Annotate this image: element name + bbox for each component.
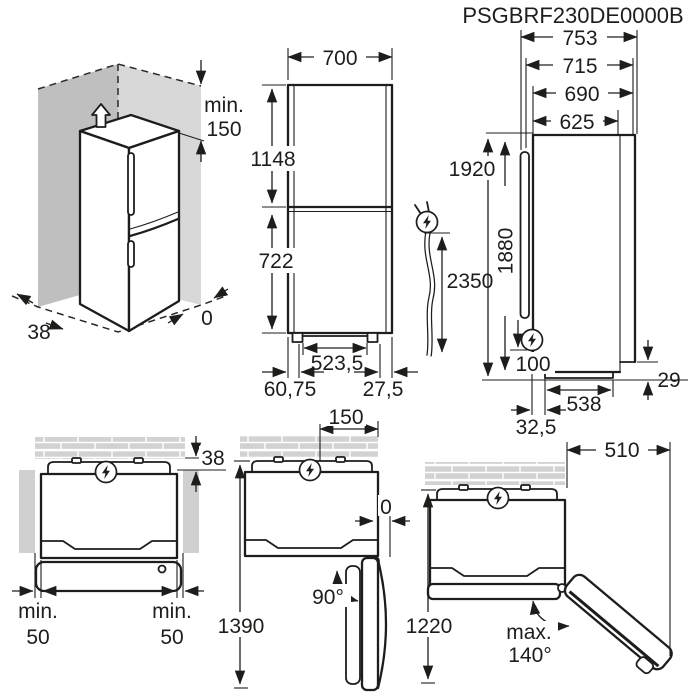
- door-angle: 90°: [312, 586, 344, 609]
- top-view-90: 150 0 90° 1390: [216, 406, 410, 692]
- front-right-offset: 27,5: [363, 378, 404, 401]
- corner-right-gap: 0: [201, 307, 213, 330]
- lightning-icon: [520, 328, 544, 352]
- door-width: 510: [604, 439, 639, 462]
- corner-view: min. 150 38 0: [11, 60, 244, 344]
- side-view: 753 715 690 625 1920 1880 100 32,5 538: [447, 26, 688, 439]
- right-clearance-value: 50: [160, 626, 183, 649]
- depth-total: 753: [562, 27, 597, 50]
- cord-length: 2350: [447, 270, 494, 293]
- top-view-wall: 38 min. 50 min. 50: [12, 436, 229, 649]
- lightning-icon: [486, 486, 510, 510]
- max-angle-value: 140°: [508, 644, 551, 667]
- corner-left-gap: 38: [27, 321, 50, 344]
- front-feet-distance: 523,5: [311, 352, 364, 375]
- left-clearance-label: min.: [18, 600, 58, 623]
- up-arrow-icon: [91, 103, 111, 128]
- left-clearance-value: 50: [26, 626, 49, 649]
- height-total: 1920: [449, 158, 496, 181]
- max-angle-label: max.: [506, 621, 552, 644]
- top-view-140: max. 140° 510 1220: [404, 439, 673, 684]
- plug-height: 100: [515, 353, 550, 376]
- front-view: 700 1148 722 523,5 60,75 27,5: [249, 45, 418, 401]
- open-door: [563, 573, 673, 675]
- plinth-depth: 538: [566, 393, 601, 416]
- lightning-icon: [94, 460, 118, 484]
- wall-gap: 38: [201, 447, 224, 470]
- front-width: 700: [322, 47, 357, 70]
- total-depth-140: 1220: [406, 615, 453, 638]
- plug-offset: 32,5: [516, 416, 557, 439]
- power-cord-view: 2350: [414, 201, 494, 357]
- side-clearance: 0: [380, 496, 392, 519]
- wall-distance: 150: [328, 406, 363, 429]
- lightning-icon: [298, 458, 322, 482]
- front-lower-height: 722: [258, 250, 293, 273]
- clearance-top-value: 150: [206, 118, 241, 141]
- height-rear: 1880: [495, 228, 518, 275]
- depth-with-handle: 715: [562, 55, 597, 78]
- rear-gap: 29: [657, 369, 680, 392]
- front-left-offset: 60,75: [264, 378, 317, 401]
- front-upper-height: 1148: [250, 148, 295, 171]
- total-depth-90: 1390: [218, 615, 265, 638]
- depth-without-handle: 690: [564, 83, 599, 106]
- plug-icon: [415, 210, 439, 234]
- depth-body: 625: [559, 111, 594, 134]
- clearance-top-label: min.: [204, 94, 244, 117]
- page-title: PSGBRF230DE0000B: [462, 3, 683, 28]
- right-clearance-label: min.: [152, 600, 192, 623]
